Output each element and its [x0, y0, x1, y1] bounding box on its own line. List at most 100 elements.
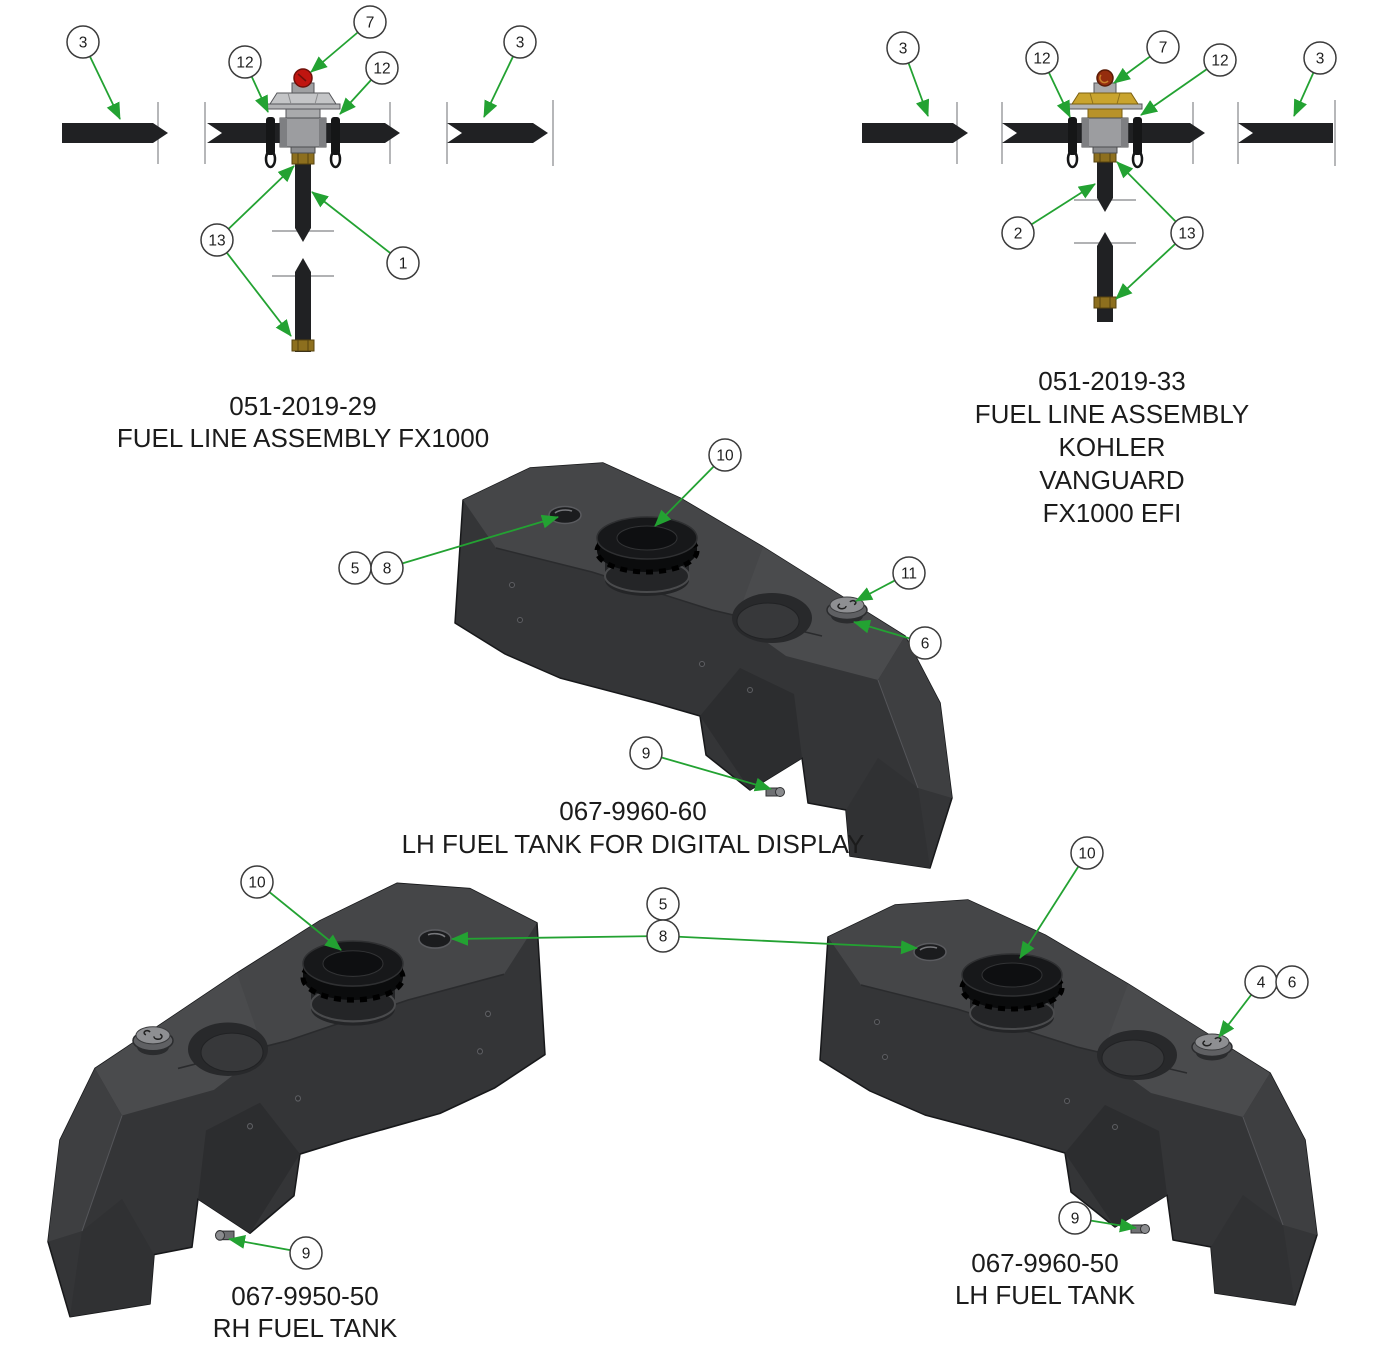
- part-name: RH FUEL TANK: [213, 1313, 398, 1343]
- collar-gold: [1087, 108, 1123, 119]
- svg-text:8: 8: [383, 561, 392, 578]
- hose-clamp: [1066, 117, 1079, 169]
- part-number: 067-9960-60: [559, 796, 706, 826]
- callout-1: 1: [311, 191, 420, 280]
- callout-4-6: 4 6: [1218, 965, 1309, 1038]
- callout-12: 12: [1025, 41, 1071, 118]
- tee-body-shade: [1121, 118, 1128, 147]
- tee-body-shade: [319, 118, 326, 147]
- callout-7: 7: [1113, 30, 1180, 84]
- leader-arrow: [451, 931, 664, 946]
- part-number: 051-2019-29: [229, 391, 376, 421]
- flange-plate: [1067, 103, 1143, 110]
- part-number: 067-9950-50: [231, 1281, 378, 1311]
- flange-plate: [265, 103, 341, 110]
- hex-flange: [269, 92, 337, 105]
- leader-arrow: [311, 191, 404, 264]
- figure-fuel-line-assembly-kohler: [862, 69, 1336, 322]
- svg-text:4: 4: [1257, 975, 1266, 992]
- leader-arrow: [256, 881, 342, 951]
- hose-clamp: [329, 117, 342, 169]
- figure-fuel-line-assembly-fx1000: [62, 68, 554, 352]
- svg-text:10: 10: [1078, 846, 1096, 863]
- callout-13: 13: [200, 165, 295, 337]
- callout-9: 9: [629, 736, 772, 792]
- fuel-hose-segment: [295, 145, 311, 242]
- leader-arrow: [216, 165, 295, 241]
- callout-11: 11: [855, 556, 926, 602]
- part-name: FUEL LINE ASSEMBLY FX1000: [117, 423, 489, 453]
- callout-9: 9: [228, 1234, 323, 1270]
- callout-3: 3: [1293, 41, 1337, 117]
- callout-3: 3: [66, 25, 121, 120]
- tee-body-shade: [280, 118, 287, 147]
- svg-text:2: 2: [1014, 226, 1023, 243]
- hose-clamp: [1131, 117, 1144, 169]
- bottom-flange: [290, 146, 316, 154]
- hex-facet-line: [287, 92, 319, 105]
- svg-text:9: 9: [642, 746, 651, 763]
- fuel-hose-segment: [447, 123, 548, 143]
- svg-text:13: 13: [1178, 226, 1195, 243]
- callout-3: 3: [483, 25, 537, 118]
- svg-text:3: 3: [899, 41, 908, 58]
- bottom-flange: [1092, 146, 1118, 154]
- lh-fuel-tank-graphic: [820, 900, 1317, 1305]
- callout-12: 12: [1140, 43, 1237, 116]
- svg-text:3: 3: [79, 35, 88, 52]
- callout-10: 10: [240, 865, 342, 951]
- part-number: 067-9960-50: [971, 1248, 1118, 1278]
- brass-fitting: [1093, 296, 1117, 309]
- brass-fitting: [291, 152, 315, 165]
- callout-5-8: 5 8: [338, 514, 559, 585]
- leader-arrow: [216, 239, 292, 337]
- svg-text:10: 10: [248, 875, 266, 892]
- part-name: LH FUEL TANK: [955, 1280, 1136, 1310]
- svg-text:12: 12: [1211, 53, 1228, 70]
- part-name: KOHLER: [1059, 432, 1166, 462]
- part-name: VANGUARD: [1039, 465, 1184, 495]
- fuel-hose-segment: [1238, 123, 1333, 143]
- leader-arrow: [645, 752, 772, 792]
- svg-text:3: 3: [516, 35, 525, 52]
- svg-text:9: 9: [1071, 1211, 1080, 1228]
- callout-6: 6: [853, 619, 942, 660]
- callout-5-8-shared: 5 8: [451, 887, 918, 955]
- fuel-valve-cap-detail: [1099, 74, 1109, 84]
- hex-facet-line: [1089, 92, 1121, 105]
- tee-fitting-efi: [1066, 69, 1144, 169]
- svg-text:13: 13: [208, 233, 225, 250]
- svg-text:10: 10: [716, 448, 734, 465]
- fuel-hose-segment: [62, 123, 168, 143]
- svg-text:1: 1: [399, 256, 408, 273]
- callout-13: 13: [1115, 161, 1204, 300]
- leader-arrow: [386, 514, 559, 569]
- svg-text:7: 7: [1159, 40, 1168, 57]
- hex-flange-gold: [1071, 92, 1139, 105]
- tee-body: [1081, 117, 1129, 148]
- leader-arrow: [662, 935, 918, 955]
- svg-text:5: 5: [659, 897, 668, 914]
- collar: [285, 108, 321, 119]
- svg-text:6: 6: [1288, 975, 1297, 992]
- fuel-hose-segment: [295, 258, 311, 352]
- callout-2: 2: [1001, 183, 1096, 250]
- part-name: LH FUEL TANK FOR DIGITAL DISPLAY: [402, 829, 865, 859]
- svg-text:8: 8: [659, 929, 668, 946]
- tee-fitting: [264, 68, 342, 169]
- callout-7: 7: [310, 5, 387, 73]
- svg-text:12: 12: [236, 55, 253, 72]
- part-number: 051-2019-33: [1038, 366, 1185, 396]
- red-cap-detail: [297, 73, 307, 82]
- svg-text:5: 5: [351, 561, 360, 578]
- part-name: FX1000 EFI: [1043, 498, 1182, 528]
- svg-text:12: 12: [1033, 51, 1050, 68]
- hose-clamp: [264, 117, 277, 169]
- svg-text:12: 12: [373, 61, 390, 78]
- part-name: FUEL LINE ASSEMBLY: [975, 399, 1250, 429]
- brass-fitting: [291, 339, 315, 352]
- svg-text:9: 9: [302, 1246, 311, 1263]
- fuel-hose-segment: [862, 123, 968, 143]
